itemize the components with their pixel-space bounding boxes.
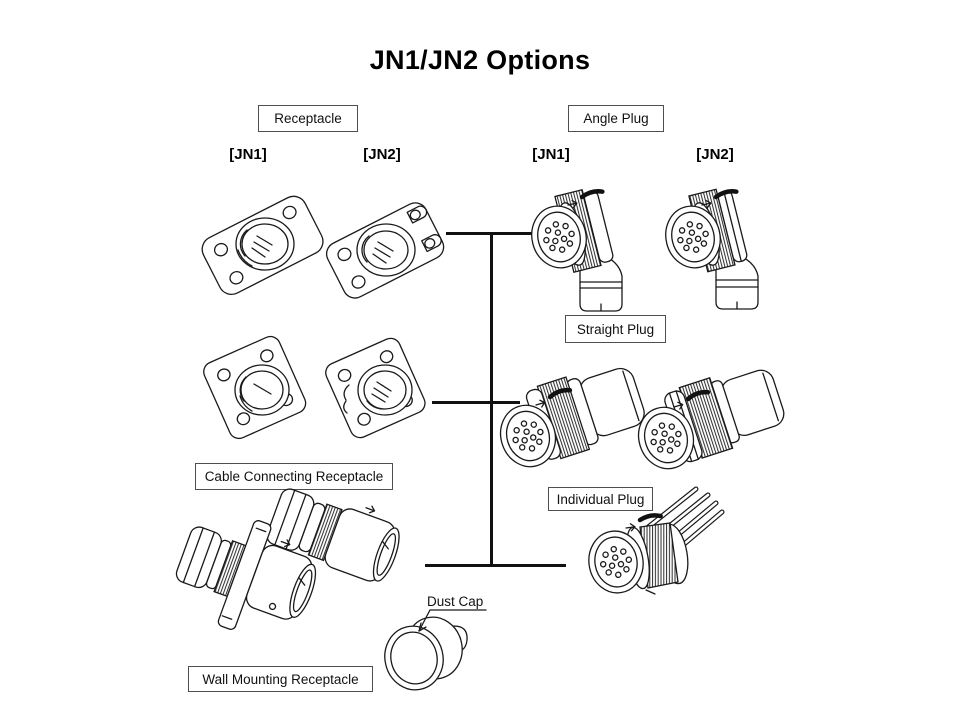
dust-cap-label: Dust Cap: [427, 594, 484, 609]
wall-mounting-receptacle-drawing: [175, 520, 317, 630]
page-title: JN1/JN2 Options: [369, 45, 591, 75]
receptacle-jn1-tag: [JN1]: [229, 146, 267, 163]
receptacle-label-box: Receptacle: [258, 105, 358, 132]
square-flange-receptacle-jn2-drawing: [325, 337, 426, 439]
angle-plug-jn1-drawing: [524, 186, 623, 312]
wall-mounting-receptacle-label-box: Wall Mounting Receptacle: [188, 666, 373, 692]
square-flange-receptacle-jn1-drawing: [203, 335, 307, 440]
straight-plug-jn2-drawing: [630, 369, 785, 477]
angle-plug-jn1-tag: [JN1]: [532, 146, 570, 163]
cable-connecting-receptacle-label-box: Cable Connecting Receptacle: [195, 463, 393, 490]
dust-cap-drawing: [384, 616, 468, 691]
angle-plug-label-box: Angle Plug: [568, 105, 664, 132]
wires: [639, 486, 725, 559]
tree-vertical-line: [490, 232, 493, 567]
straight-plug-jn1-drawing: [492, 367, 645, 475]
tree-branch-middle: [432, 401, 520, 404]
straight-plug-label-box: Straight Plug: [565, 315, 666, 343]
individual-plug-label-box: Individual Plug: [548, 487, 653, 511]
tree-branch-top: [446, 232, 533, 235]
receptacle-jn2-drawing: [325, 202, 445, 299]
angle-plug-jn2-drawing: [658, 186, 759, 310]
cable-connecting-receptacle-drawing: [266, 488, 400, 582]
tree-branch-bottom: [425, 564, 566, 567]
receptacle-jn1-drawing: [201, 195, 324, 296]
dust-cap-leader-line: [418, 609, 487, 632]
angle-plug-jn2-tag: [JN2]: [696, 146, 734, 163]
receptacle-jn2-tag: [JN2]: [363, 146, 401, 163]
